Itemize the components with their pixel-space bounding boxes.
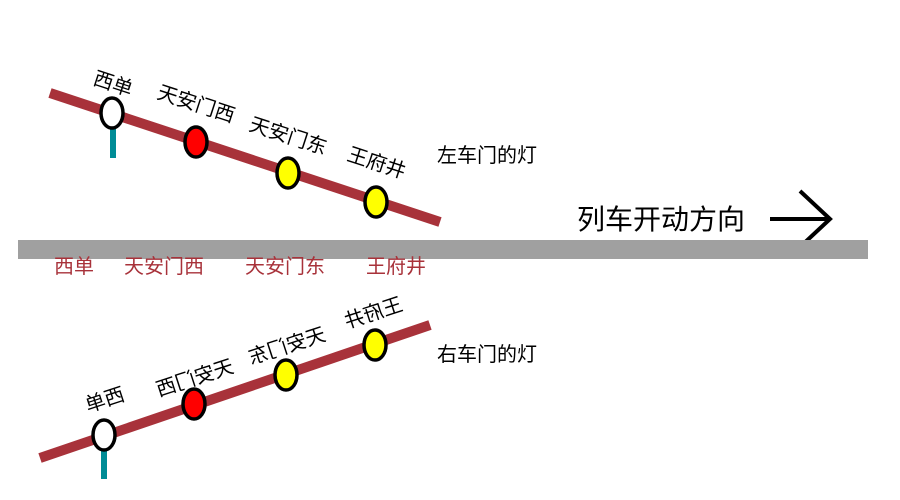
right-light-wangfujing [362, 328, 388, 362]
right-door-label: 右车门的灯 [437, 342, 537, 366]
track-station-label: 王府井 [366, 254, 426, 278]
left-current-station-stem [110, 125, 116, 158]
right-station-label-mirrored: 王府井 [341, 292, 405, 333]
right-light-tiananmen-east [273, 358, 299, 392]
track-bar [18, 240, 868, 259]
left-light-tiananmen-east [275, 156, 301, 190]
right-station-label-mirrored: 西单 [82, 382, 127, 417]
left-station-label: 天安门东 [246, 112, 330, 160]
track-station-label: 西单 [54, 254, 94, 278]
left-door-label: 左车门的灯 [437, 143, 537, 167]
track-station-label: 天安门东 [245, 254, 325, 278]
right-current-station-stem [101, 450, 107, 479]
left-station-label: 天安门西 [154, 80, 238, 128]
right-light-tiananmen-west [181, 387, 207, 421]
left-station-label: 王府井 [344, 142, 408, 183]
direction-label: 列车开动方向 [577, 203, 745, 236]
left-light-tiananmen-west [183, 125, 209, 159]
left-light-wangfujing [363, 185, 389, 219]
left-station-label: 西单 [90, 66, 135, 101]
left-light-xidan [99, 96, 125, 130]
direction-arrow-icon [770, 189, 833, 249]
track-station-label: 天安门西 [124, 254, 204, 278]
right-light-xidan [91, 418, 117, 452]
